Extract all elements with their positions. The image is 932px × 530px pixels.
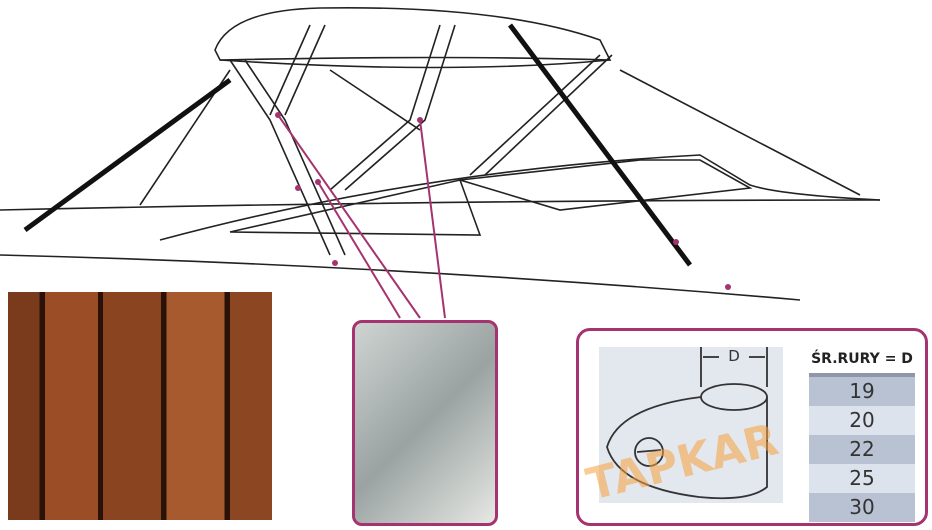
table-row: 25 xyxy=(809,464,915,493)
jaw-slide-icon: D xyxy=(606,347,768,500)
diameter-table: ŚR.RURY = D 19 20 22 25 30 xyxy=(809,351,915,522)
table-row: 30 xyxy=(809,493,915,522)
fittings-photo xyxy=(8,292,272,520)
dimension-callout: D ŚR.RURY = D 19 20 22 25 30 TAPKAR xyxy=(576,328,928,526)
table-header: ŚR.RURY = D xyxy=(809,351,915,377)
table-row: 22 xyxy=(809,435,915,464)
table-row: 20 xyxy=(809,406,915,435)
closeup-photo-inset xyxy=(352,320,498,526)
table-row: 19 xyxy=(809,377,915,406)
fitting-drawing: D xyxy=(599,347,783,503)
dimension-label: D xyxy=(728,347,740,365)
